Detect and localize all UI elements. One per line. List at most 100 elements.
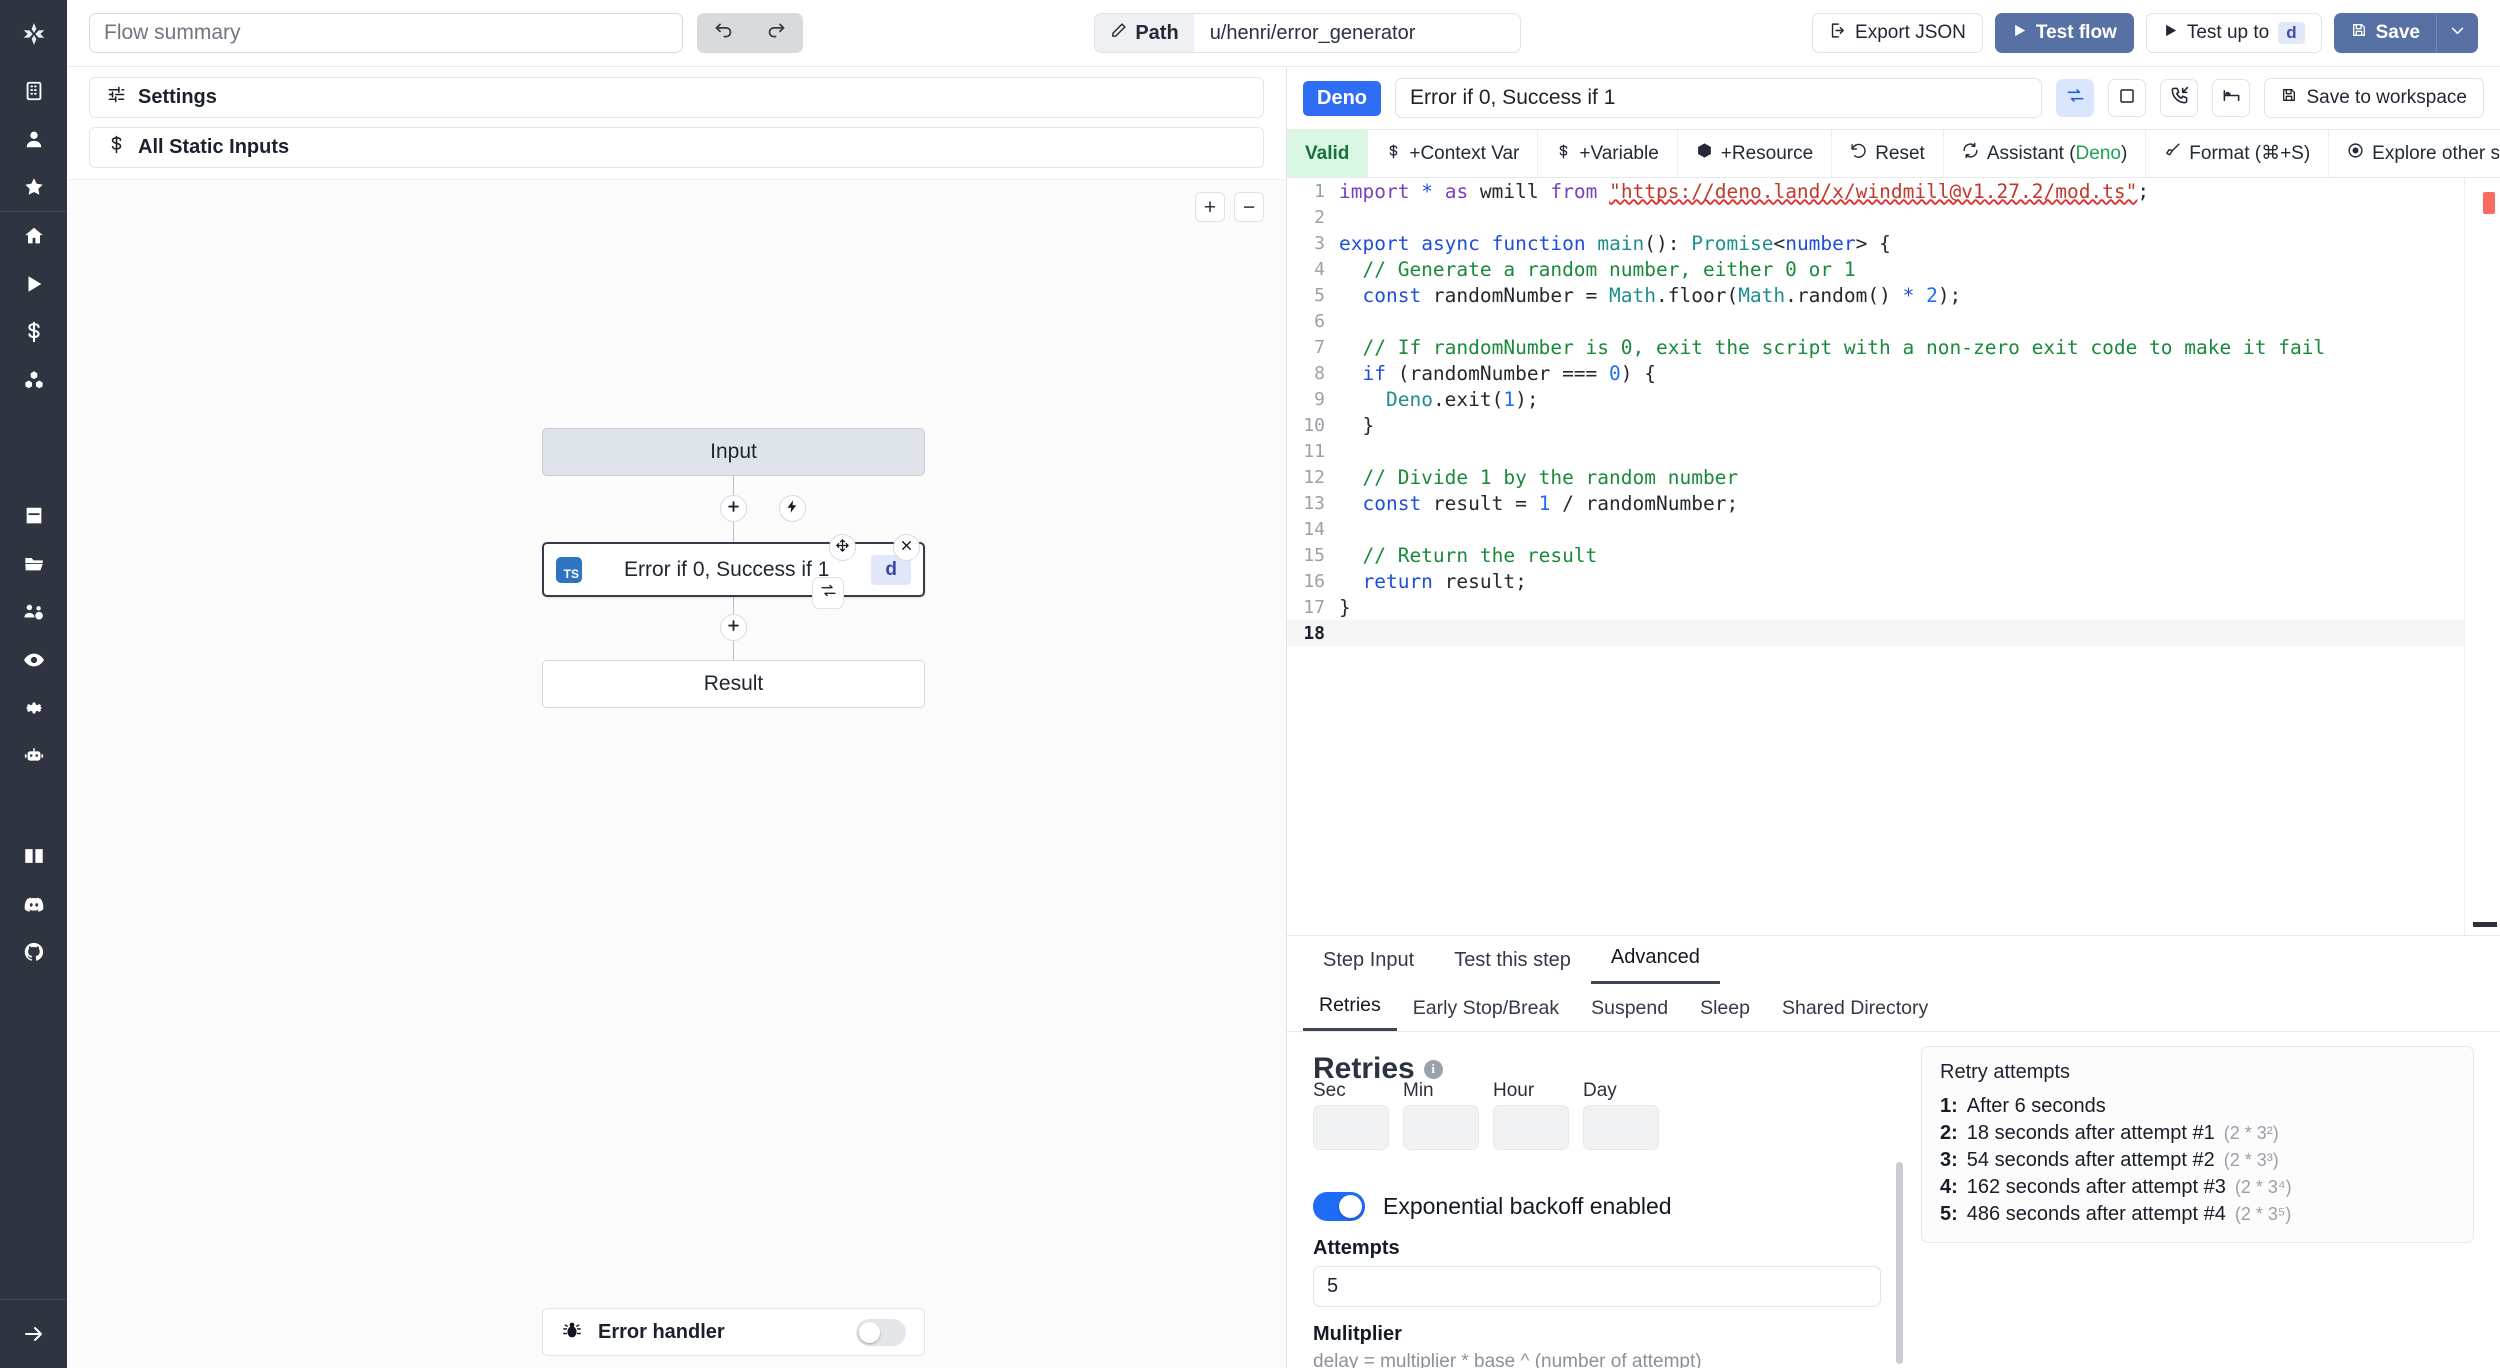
code-line[interactable]: 7 // If randomNumber is 0, exit the scri… [1287, 334, 2464, 360]
sidebar-item-github[interactable] [0, 928, 67, 976]
sidebar-item-home[interactable] [0, 212, 67, 260]
move-step-handle[interactable] [829, 534, 856, 561]
save-to-workspace-button[interactable]: Save to workspace [2264, 78, 2484, 118]
zoom-in-button[interactable]: + [1195, 192, 1225, 222]
delete-step-button[interactable] [893, 534, 920, 561]
format-button[interactable]: Format (⌘+S) [2146, 130, 2330, 177]
subtab-shared-directory[interactable]: Shared Directory [1781, 997, 1929, 1019]
code-line[interactable]: 10 } [1287, 412, 2464, 438]
retries-form-scrollbar[interactable] [1896, 1162, 1903, 1364]
subtab-suspend[interactable]: Suspend [1591, 997, 1669, 1019]
add-trigger-button[interactable] [779, 495, 806, 522]
code-line[interactable]: 14 [1287, 516, 2464, 542]
early-stop-button[interactable] [2108, 79, 2147, 117]
code-line[interactable]: 9 Deno.exit(1); [1287, 386, 2464, 412]
path-value[interactable]: u/henri/error_generator [1209, 21, 1416, 44]
code-line-text[interactable]: import * as wmill from "https://deno.lan… [1339, 179, 2150, 203]
retry-toggle-button[interactable] [2056, 79, 2095, 117]
assistant-button[interactable]: Assistant (Deno) [1944, 130, 2147, 177]
step-name-input[interactable] [1395, 78, 2043, 118]
code-line-text[interactable]: Deno.exit(1); [1385, 387, 1539, 411]
flow-summary-input[interactable] [89, 13, 683, 53]
code-line[interactable]: 18 [1287, 620, 2464, 646]
code-line[interactable]: 13 const result = 1 / randomNumber; [1287, 490, 2464, 516]
flow-node-step[interactable]: TS Error if 0, Success if 1 d [542, 542, 925, 597]
editor-minimap-scrollbar[interactable] [2464, 178, 2500, 935]
sidebar-item-discord[interactable] [0, 880, 67, 928]
save-dropdown-button[interactable] [2437, 13, 2478, 53]
code-line[interactable]: 11 [1287, 438, 2464, 464]
code-line-text[interactable]: const randomNumber = Math.floor(Math.ran… [1362, 283, 1962, 307]
zoom-out-button[interactable]: − [1234, 192, 1264, 222]
suspend-button[interactable] [2160, 79, 2199, 117]
error-handler-bar[interactable]: Error handler [542, 1308, 925, 1356]
code-line-text[interactable]: const result = 1 / randomNumber; [1362, 491, 1739, 515]
code-line[interactable]: 5 const randomNumber = Math.floor(Math.r… [1287, 282, 2464, 308]
sidebar-item-settings[interactable] [0, 684, 67, 732]
flow-node-result[interactable]: Result [542, 660, 925, 708]
attempts-input[interactable] [1313, 1266, 1881, 1307]
app-logo[interactable] [0, 0, 67, 67]
sidebar-item-audit-logs[interactable] [0, 636, 67, 684]
flow-node-input[interactable]: Input [542, 428, 925, 476]
sidebar-item-schedules[interactable] [0, 492, 67, 540]
sidebar-item-docs[interactable] [0, 832, 67, 880]
sidebar-expand-button[interactable] [0, 1300, 67, 1368]
code-line-text[interactable]: if (randomNumber === 0) { [1362, 361, 1657, 385]
code-line[interactable]: 8 if (randomNumber === 0) { [1287, 360, 2464, 386]
info-icon[interactable]: i [1423, 1059, 1443, 1079]
subtab-early-stop-break[interactable]: Early Stop/Break [1412, 997, 1560, 1019]
reset-button[interactable]: Reset [1832, 130, 1944, 177]
code-line[interactable]: 12 // Divide 1 by the random number [1287, 464, 2464, 490]
redo-button[interactable] [750, 13, 803, 53]
code-line[interactable]: 17} [1287, 594, 2464, 620]
test-up-to-button[interactable]: Test up to d [2145, 13, 2322, 53]
sidebar-item-groups[interactable] [0, 588, 67, 636]
sidebar-item-folders[interactable] [0, 540, 67, 588]
unit-min-input[interactable] [1403, 1105, 1479, 1150]
add-variable-button[interactable]: +Variable [1538, 130, 1678, 177]
sidebar-item-runs[interactable] [0, 260, 67, 308]
unit-hour-input[interactable] [1493, 1105, 1569, 1150]
sidebar-item-resources[interactable] [0, 356, 67, 404]
sidebar-item-account[interactable] [0, 115, 67, 163]
save-button[interactable]: Save [2333, 13, 2437, 53]
code-line[interactable]: 2 [1287, 204, 2464, 230]
settings-accordion[interactable]: Settings [89, 77, 1264, 118]
code-line[interactable]: 15 // Return the result [1287, 542, 2464, 568]
export-json-button[interactable]: Export JSON [1812, 13, 1983, 53]
code-line[interactable]: 16 return result; [1287, 568, 2464, 594]
code-line[interactable]: 6 [1287, 308, 2464, 334]
add-step-above-button[interactable] [720, 495, 747, 522]
code-line-text[interactable]: // If randomNumber is 0, exit the script… [1362, 335, 2326, 359]
test-flow-button[interactable]: Test flow [1994, 13, 2134, 53]
code-line-text[interactable]: // Return the result [1362, 543, 1598, 567]
code-line-text[interactable]: } [1339, 413, 1375, 437]
step-retry-indicator[interactable] [812, 577, 844, 609]
subtab-retries[interactable]: Retries [1303, 994, 1397, 1031]
sidebar-item-usage[interactable] [0, 308, 67, 356]
unit-sec-input[interactable] [1313, 1105, 1389, 1150]
code-line-text[interactable]: // Generate a random number, either 0 or… [1362, 257, 1856, 281]
code-line-text[interactable]: return result; [1362, 569, 1527, 593]
explore-other-scripts-button[interactable]: Explore other s [2329, 130, 2500, 177]
path-box[interactable]: Path u/henri/error_generator [1094, 13, 1521, 53]
add-context-var-button[interactable]: +Context Var [1368, 130, 1539, 177]
sidebar-item-workspace[interactable] [0, 67, 67, 115]
code-line[interactable]: 4 // Generate a random number, either 0 … [1287, 256, 2464, 282]
subtab-sleep[interactable]: Sleep [1700, 997, 1750, 1019]
sidebar-item-workers[interactable] [0, 732, 67, 780]
code-line-text[interactable]: // Divide 1 by the random number [1362, 465, 1739, 489]
code-line-text[interactable]: export async function main(): Promise<nu… [1339, 231, 1891, 255]
flow-canvas[interactable]: + − Input [67, 179, 1286, 1368]
sleep-button[interactable] [2212, 79, 2251, 117]
all-static-inputs-accordion[interactable]: All Static Inputs [89, 127, 1264, 168]
add-step-below-button[interactable] [720, 614, 747, 641]
add-resource-button[interactable]: +Resource [1678, 130, 1833, 177]
code-line-text[interactable]: } [1339, 595, 1351, 619]
sidebar-item-favorites[interactable] [0, 163, 67, 211]
undo-button[interactable] [697, 13, 750, 53]
